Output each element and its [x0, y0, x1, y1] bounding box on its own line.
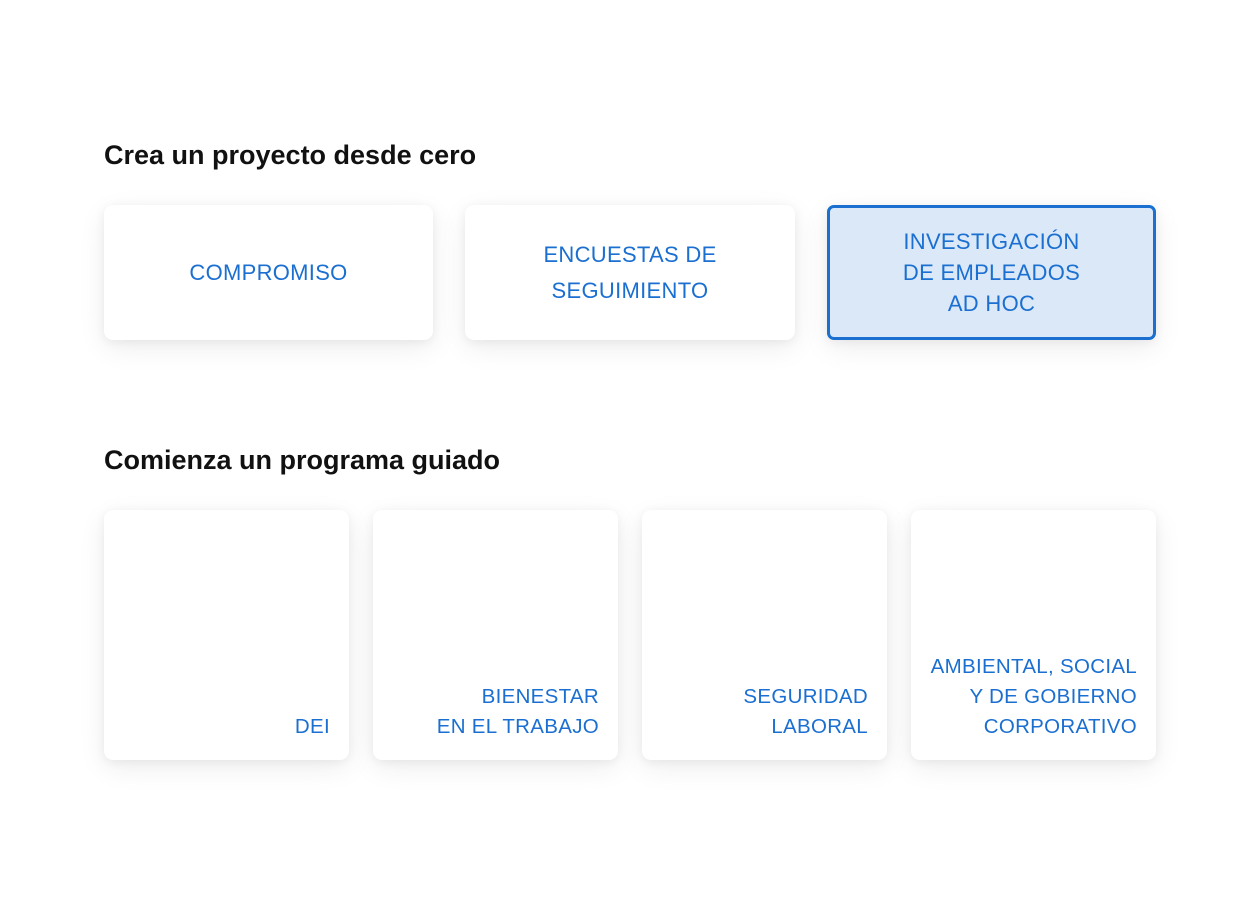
- option-card-label: ENCUESTAS DE SEGUIMIENTO: [543, 241, 717, 303]
- option-card-encuestas-de-seguimiento[interactable]: ENCUESTAS DE SEGUIMIENTO: [465, 205, 795, 340]
- guided-program-heading: Comienza un programa guiado: [104, 445, 501, 475]
- option-card-label: INVESTIGACIÓN DE EMPLEADOS AD HOC: [902, 229, 1081, 316]
- program-card-bienestar[interactable]: BIENESTAR EN EL TRABAJO: [373, 510, 618, 760]
- program-card-label: DEI: [294, 715, 330, 738]
- program-card-label: BIENESTAR EN EL TRABAJO: [436, 685, 599, 738]
- program-card-seguridad-laboral[interactable]: SEGURIDAD LABORAL: [642, 510, 887, 760]
- option-card-investigacion-ad-hoc[interactable]: INVESTIGACIÓN DE EMPLEADOS AD HOC: [827, 205, 1156, 340]
- program-card-esg[interactable]: AMBIENTAL, SOCIAL Y DE GOBIERNO CORPORAT…: [911, 510, 1156, 760]
- create-from-scratch-heading: Crea un proyecto desde cero: [104, 140, 477, 170]
- program-card-label: AMBIENTAL, SOCIAL Y DE GOBIERNO CORPORAT…: [930, 655, 1137, 738]
- program-card-dei[interactable]: DEI: [104, 510, 349, 760]
- option-card-compromiso[interactable]: COMPROMISO: [104, 205, 433, 340]
- option-card-label: COMPROMISO: [189, 259, 348, 285]
- program-card-label: SEGURIDAD LABORAL: [743, 685, 868, 738]
